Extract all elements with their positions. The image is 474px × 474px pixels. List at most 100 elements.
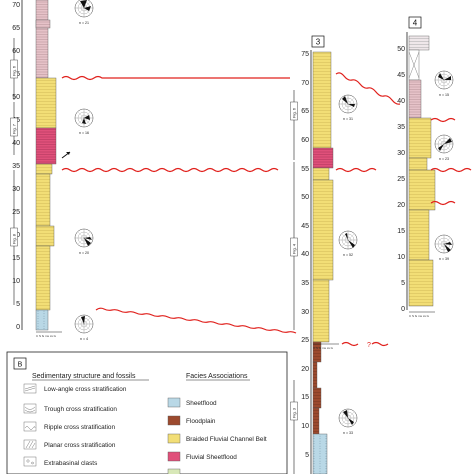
section-4-tick: 35 <box>397 124 405 131</box>
facies-swatch <box>167 415 181 426</box>
rose-diagram <box>74 228 94 248</box>
rose-diagram <box>434 70 454 90</box>
correlation-line <box>61 75 290 81</box>
facies-swatch-partial <box>167 468 181 474</box>
rose-diagram <box>74 314 94 334</box>
rose-count: n = 15 <box>439 93 449 97</box>
rose-diagram <box>338 230 358 250</box>
section-1-tick: 60 <box>12 48 20 55</box>
section-3: 3 75 70 65 60 55 50 45 40 35 30 25 20 15… <box>290 35 358 474</box>
section-4-tick: 5 <box>401 280 405 287</box>
section-1-log <box>35 0 57 331</box>
section-4-tick: 20 <box>397 202 405 209</box>
structure-label: Ripple cross stratification <box>44 424 115 431</box>
structure-symbol <box>23 439 37 450</box>
section-3-fig-tag: Fig. 4 <box>292 243 297 254</box>
section-4-tick: 10 <box>397 254 405 261</box>
section-1-tick: 65 <box>12 25 20 32</box>
facies-label: Braided Fluvial Channel Belt <box>186 436 267 443</box>
correlation-line <box>371 341 389 347</box>
section-3-tick: 35 <box>301 280 309 287</box>
legend-label-box <box>13 357 27 370</box>
section-1-ticks: 70 65 60 55 50 45 40 35 30 25 20 15 10 5… <box>12 2 20 331</box>
section-4-tick: 30 <box>397 150 405 157</box>
section-4-tick: 25 <box>397 176 405 183</box>
section-1-tick: 50 <box>12 94 20 101</box>
section-3-tick: 40 <box>301 251 309 258</box>
section-3-label: 3 <box>316 38 321 47</box>
rose-count: n = 16 <box>79 131 89 135</box>
correlation-line <box>430 117 456 123</box>
correlation-line <box>430 200 456 206</box>
rose-diagram <box>434 134 454 154</box>
section-3-label-box <box>311 35 325 48</box>
section-1-tick: 40 <box>12 140 20 147</box>
facies-title: Facies Associations <box>186 373 248 380</box>
rose-count: n = 21 <box>79 21 89 25</box>
facies-swatch <box>167 451 181 462</box>
rose-diagram <box>338 94 358 114</box>
section-3-tick: 45 <box>301 223 309 230</box>
section-1-fig-tag: Fig. 8 <box>12 233 17 244</box>
structure-symbol <box>23 403 37 414</box>
section-1-tick: 10 <box>12 278 20 285</box>
section-3-tick: 30 <box>301 309 309 316</box>
section-3-log <box>312 51 334 474</box>
section-1-tick: 5 <box>16 301 20 308</box>
section-3-tick: 60 <box>301 137 309 144</box>
section-4-tick: 15 <box>397 228 405 235</box>
legend-frame <box>6 351 288 474</box>
section-3-tick: 20 <box>301 366 309 373</box>
facies-swatch <box>167 397 181 408</box>
section-3-tick: 65 <box>301 108 309 115</box>
section-4-label: 4 <box>413 19 418 28</box>
rose-count: n = 23 <box>439 157 449 161</box>
section-3-tick: 55 <box>301 166 309 173</box>
rose-diagram <box>74 0 94 18</box>
correlation-line <box>335 72 401 105</box>
section-3-tick: 15 <box>301 394 309 401</box>
correlation-line <box>335 167 377 173</box>
section-1-fig-tag: Fig. 7 <box>12 123 17 134</box>
section-4-tick: 45 <box>397 72 405 79</box>
correlation-line <box>95 307 297 334</box>
rose-count: n = 39 <box>439 257 449 261</box>
structure-label: Planar cross stratification <box>44 442 116 449</box>
correlation-line <box>430 167 472 173</box>
uncertain-mark: ? <box>367 342 371 349</box>
rose-count: n = 52 <box>343 253 353 257</box>
section-1-tick: 0 <box>16 324 20 331</box>
section-4-tick: 40 <box>397 98 405 105</box>
section-3-tick: 75 <box>301 51 309 58</box>
rose-diagram <box>74 108 94 128</box>
structure-label: Extrabasinal clasts <box>44 460 97 467</box>
section-1: 70 65 60 55 50 45 40 35 30 25 20 15 10 5… <box>10 0 94 341</box>
legend-label: B <box>18 362 23 369</box>
section-4-grain-scale: C S fs ms cs G <box>409 314 430 318</box>
section-4-tick: 0 <box>401 306 405 313</box>
section-3-tick: 50 <box>301 194 309 201</box>
facies-label: Floodplain <box>186 418 216 425</box>
structure-symbol <box>23 383 37 394</box>
structure-label: Trough cross stratification <box>44 406 117 413</box>
facies-swatch <box>167 433 181 444</box>
structure-symbol <box>23 421 37 432</box>
section-4-ticks: 50 45 40 35 30 25 20 15 10 5 0 <box>397 46 405 313</box>
correlation-line <box>61 167 279 173</box>
rose-count: n = 33 <box>343 431 353 435</box>
section-1-grain-scale: C S fs ms cs G <box>36 334 57 338</box>
legend: B Sedimentary structure and fossils Low-… <box>6 351 288 474</box>
section-1-tick: 15 <box>12 255 20 262</box>
rose-diagram <box>338 408 358 428</box>
correlation-line <box>341 341 359 347</box>
section-4: 4 50 45 40 35 30 25 20 15 10 5 0 C S <box>397 16 454 318</box>
correlation-lines <box>61 72 472 347</box>
facies-label: Fluvial Sheetflood <box>186 454 237 461</box>
section-3-tick: 70 <box>301 80 309 87</box>
section-1-fig-tag: Fig. 6 <box>12 65 17 76</box>
section-4-log <box>408 35 436 307</box>
section-3-ticks: 75 70 65 60 55 50 45 40 35 30 25 20 15 1… <box>301 51 309 459</box>
section-3-tick: 5 <box>305 452 309 459</box>
section-3-tick: 10 <box>301 423 309 430</box>
